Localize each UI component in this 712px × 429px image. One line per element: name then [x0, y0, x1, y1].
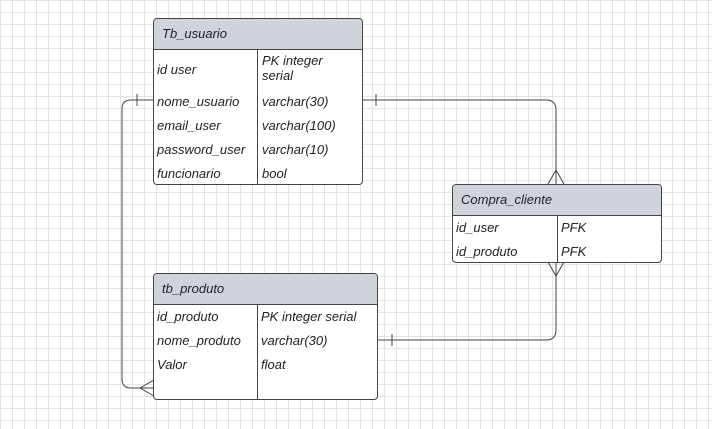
field-type: varchar(100) [262, 118, 336, 133]
field-type: varchar(10) [262, 142, 329, 157]
table-row: id user PK integer serial [154, 50, 362, 90]
field-type: PFK [561, 244, 587, 259]
entity-compra-cliente[interactable]: Compra_cliente id_user PFK id_produto PF… [452, 184, 662, 263]
entity-tb-usuario[interactable]: Tb_usuario id user PK integer serial nom… [153, 18, 363, 185]
field-type: PFK [561, 220, 587, 235]
table-row: Valor float [154, 353, 377, 377]
entity-tb-produto[interactable]: tb_produto id_produto PK integer serial … [153, 273, 378, 400]
column-divider [257, 50, 258, 184]
field-type: varchar(30) [261, 333, 328, 348]
table-row: password_user varchar(10) [154, 138, 362, 162]
field-name: Valor [157, 357, 187, 372]
connector-usuario-produto-crowfoot [138, 379, 155, 397]
table-row: nome_usuario varchar(30) [154, 90, 362, 114]
field-name: id user [157, 62, 197, 77]
connector-usuario-compra [362, 99, 557, 184]
field-name: id_produto [157, 309, 219, 324]
field-type: varchar(30) [262, 94, 329, 109]
field-name: password_user [157, 142, 246, 157]
field-type: float [261, 357, 286, 372]
column-divider [257, 305, 258, 399]
connector-usuario-compra-crowfoot [547, 168, 565, 185]
table-row: nome_produto varchar(30) [154, 329, 377, 353]
table-row: id_produto PK integer serial [154, 305, 377, 329]
field-type: PK integer serial [261, 309, 357, 324]
connector-produto-compra [377, 262, 557, 341]
field-name: id_produto [456, 244, 518, 259]
entity-title: Tb_usuario [154, 19, 362, 50]
table-row: id_user PFK [453, 216, 661, 240]
entity-title: Compra_cliente [453, 185, 661, 216]
field-name: nome_usuario [157, 94, 240, 109]
field-type: PK integer serial [262, 53, 323, 83]
connector-usuario-produto [121, 99, 154, 389]
field-name: funcionario [157, 166, 221, 181]
entity-title: tb_produto [154, 274, 377, 305]
field-name: email_user [157, 118, 221, 133]
field-name: nome_produto [157, 333, 241, 348]
connector-produto-compra-crowfoot [547, 261, 565, 278]
table-row: id_produto PFK [453, 240, 661, 262]
field-name: id_user [456, 220, 499, 235]
table-row: funcionario bool [154, 162, 362, 184]
column-divider [557, 216, 558, 262]
table-row: email_user varchar(100) [154, 114, 362, 138]
field-type: bool [262, 166, 287, 181]
